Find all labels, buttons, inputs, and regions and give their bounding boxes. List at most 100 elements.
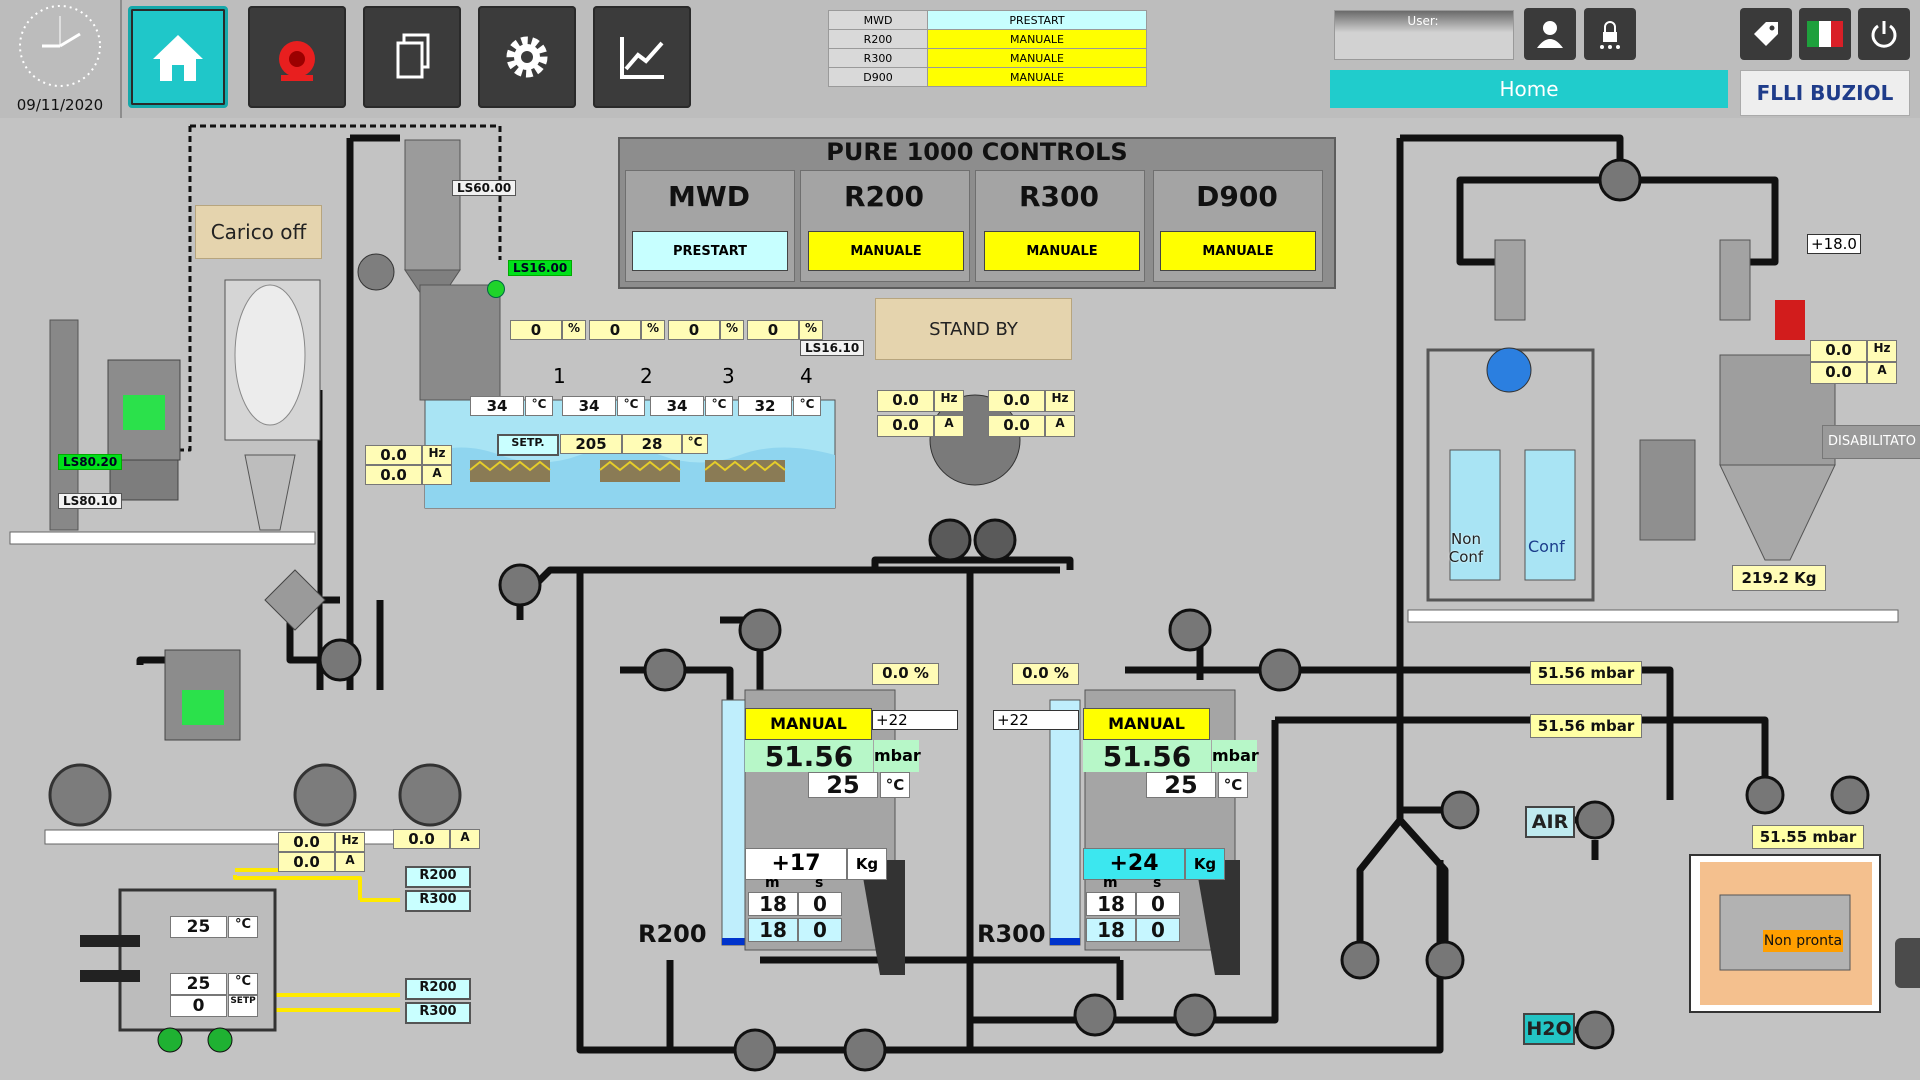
standby-button[interactable]: STAND BY bbox=[875, 298, 1072, 360]
lock-icon bbox=[1600, 21, 1620, 49]
carico-button[interactable]: Carico off bbox=[195, 205, 322, 259]
clock-panel: 09/11/2020 bbox=[0, 0, 122, 118]
r300-mode-button[interactable]: MANUAL bbox=[1083, 708, 1210, 740]
r300-temperature: 25 bbox=[1146, 772, 1216, 798]
percent-unit: % bbox=[799, 320, 823, 340]
pump2-frequency: 0.0 bbox=[988, 390, 1045, 412]
temp-unit: °C bbox=[793, 396, 821, 416]
status-key: R300 bbox=[828, 48, 928, 68]
heater-setpoint[interactable]: 0 bbox=[170, 995, 227, 1017]
hz-unit: Hz bbox=[934, 390, 964, 412]
r200-state-button[interactable]: MANUALE bbox=[808, 231, 964, 271]
level-sensor-ls8020: LS80.20 bbox=[58, 454, 123, 470]
heater-r300-button[interactable]: R300 bbox=[405, 890, 471, 912]
setpoint-value[interactable]: 205 bbox=[560, 434, 622, 454]
valve-percent: 0 bbox=[668, 320, 720, 340]
hz-unit: Hz bbox=[422, 445, 452, 465]
r300-state-button[interactable]: MANUALE bbox=[984, 231, 1140, 271]
blower-frequency: 0.0 bbox=[278, 832, 335, 852]
a-unit: A bbox=[450, 829, 480, 849]
status-value: PRESTART bbox=[927, 10, 1147, 30]
heater-r300-button-2[interactable]: R300 bbox=[405, 1002, 471, 1024]
login-button[interactable] bbox=[1584, 8, 1636, 60]
air-button[interactable]: AIR bbox=[1525, 806, 1575, 838]
pump1-frequency: 0.0 bbox=[877, 390, 934, 412]
h2o-button[interactable]: H2O bbox=[1523, 1013, 1575, 1045]
r300-label: R300 bbox=[977, 920, 1046, 948]
zone-temp: 34 bbox=[562, 396, 616, 416]
r300-valve-percent: 0.0 % bbox=[1012, 663, 1079, 685]
seconds-label: s bbox=[815, 875, 824, 891]
r200-valve-percent: 0.0 % bbox=[872, 663, 939, 685]
pressure-reading-3: 51.55 mbar bbox=[1752, 825, 1864, 849]
temp-unit: °C bbox=[705, 396, 733, 416]
italy-flag-icon bbox=[1807, 21, 1843, 47]
r200-timer2-minutes: 18 bbox=[748, 918, 798, 942]
r200-mode-button[interactable]: MANUAL bbox=[745, 708, 872, 740]
sensor-indicator bbox=[487, 280, 505, 298]
user-field[interactable] bbox=[1334, 10, 1514, 60]
controls-title: PURE 1000 CONTROLS bbox=[826, 138, 1128, 166]
level-sensor-ls1610: LS16.10 bbox=[800, 340, 865, 356]
r300-weight: +24 bbox=[1083, 848, 1185, 880]
hz-unit: Hz bbox=[1867, 340, 1897, 362]
heater-r200-button[interactable]: R200 bbox=[405, 866, 471, 888]
user-button[interactable] bbox=[1524, 8, 1576, 60]
pump2-current: 0.0 bbox=[988, 415, 1045, 437]
r300-small-value: +22 bbox=[993, 710, 1079, 730]
nav-alarm-button[interactable] bbox=[248, 6, 346, 108]
motor-frequency: 0.0 bbox=[365, 445, 422, 465]
nav-trends-button[interactable] bbox=[593, 6, 691, 108]
level-sensor-ls60: LS60.00 bbox=[452, 180, 517, 196]
r200-weight: +17 bbox=[745, 848, 847, 880]
heater-r200-button-2[interactable]: R200 bbox=[405, 978, 471, 1000]
non-conf-label: Non Conf bbox=[1448, 530, 1484, 566]
status-value: MANUALE bbox=[927, 48, 1147, 68]
setpoint-temp: 28 bbox=[622, 434, 682, 454]
zone-temp: 32 bbox=[738, 396, 792, 416]
r200-timer1-seconds[interactable]: 0 bbox=[798, 892, 842, 916]
dryer-current: 0.0 bbox=[1810, 362, 1867, 384]
side-panel-toggle[interactable] bbox=[1895, 938, 1920, 988]
dryer-frequency: 0.0 bbox=[1810, 340, 1867, 362]
valve-number: 1 bbox=[553, 364, 566, 388]
heater-temp-2: 25 bbox=[170, 973, 227, 995]
setpoint-label: SETP. bbox=[497, 434, 559, 456]
blower-current-2: 0.0 bbox=[393, 829, 450, 849]
a-unit: A bbox=[934, 415, 964, 437]
d900-state-button[interactable]: MANUALE bbox=[1160, 231, 1316, 271]
percent-unit: % bbox=[641, 320, 665, 340]
language-button[interactable] bbox=[1799, 8, 1851, 60]
valve-percent: 0 bbox=[589, 320, 641, 340]
nav-settings-button[interactable] bbox=[478, 6, 576, 108]
r200-small-value: +22 bbox=[872, 710, 958, 730]
zone-temp: 34 bbox=[470, 396, 524, 416]
status-key: MWD bbox=[828, 10, 928, 30]
logo-text: FLLI BUZIOL bbox=[1756, 81, 1894, 105]
r300-pressure: 51.56 bbox=[1083, 740, 1211, 773]
r300-timer1-minutes[interactable]: 18 bbox=[1086, 892, 1136, 916]
power-button[interactable] bbox=[1858, 8, 1910, 60]
clock-icon bbox=[19, 5, 101, 87]
tag-button[interactable] bbox=[1740, 8, 1792, 60]
conf-label: Conf bbox=[1528, 537, 1565, 556]
temp-unit: °C bbox=[880, 772, 910, 798]
temp-unit: °C bbox=[617, 396, 645, 416]
temp-unit: °C bbox=[1218, 772, 1248, 798]
chart-icon bbox=[620, 37, 664, 79]
heater-temp-1: 25 bbox=[170, 916, 227, 938]
nav-documents-button[interactable] bbox=[363, 6, 461, 108]
pressure-reading-2: 51.56 mbar bbox=[1530, 714, 1642, 738]
r200-timer1-minutes[interactable]: 18 bbox=[748, 892, 798, 916]
zone-temp: 34 bbox=[650, 396, 704, 416]
hz-unit: Hz bbox=[335, 832, 365, 852]
r300-timer1-seconds[interactable]: 0 bbox=[1136, 892, 1180, 916]
nav-home-button[interactable] bbox=[128, 6, 228, 108]
mwd-state-button[interactable]: PRESTART bbox=[632, 231, 788, 271]
hz-unit: Hz bbox=[1045, 390, 1075, 412]
temp-unit: °C bbox=[228, 916, 258, 938]
siren-icon bbox=[279, 41, 315, 81]
